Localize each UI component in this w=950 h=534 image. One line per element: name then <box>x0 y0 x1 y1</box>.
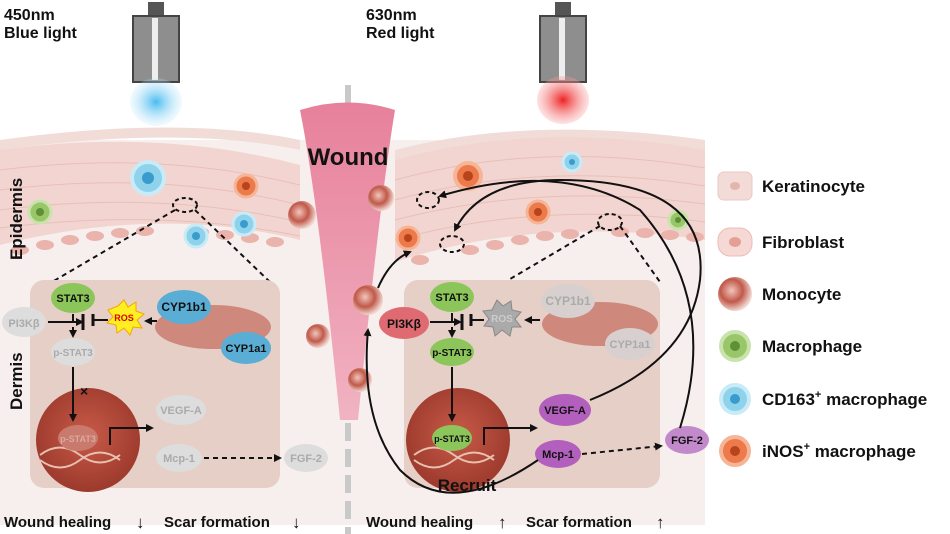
left-cd163-macrophage-2 <box>183 223 209 249</box>
legend-label-cd163-macrophage: CD163+ macrophage <box>762 389 927 409</box>
left-pstat3-nucleus-node: p-STAT3 <box>58 425 98 451</box>
left-healing-arrow: ↓ <box>136 513 145 532</box>
legend-label-inos-macrophage: iNOS+ macrophage <box>762 441 916 461</box>
red-lamp-icon <box>537 2 589 124</box>
right-inos-macrophage-3 <box>525 199 551 225</box>
legend-label-fibroblast: Fibroblast <box>762 233 845 252</box>
right-scar-arrow: ↑ <box>656 513 665 532</box>
right-stat3-node: STAT3 <box>430 282 474 312</box>
recruit-label: Recruit <box>438 476 497 495</box>
left-outcomes: Wound healing ↓ Scar formation ↓ <box>4 513 301 532</box>
wound-monocyte <box>306 324 330 348</box>
right-wavelength: 630nm <box>366 7 417 24</box>
left-cyp1b1-node: CYP1b1 <box>157 290 211 324</box>
svg-text:p-STAT3: p-STAT3 <box>432 348 472 359</box>
svg-text:FGF-2: FGF-2 <box>290 453 322 465</box>
left-vegfa-node: VEGF-A <box>156 395 206 425</box>
left-ros-node: ROS <box>106 299 145 336</box>
right-outcomes: Wound healing ↑ Scar formation ↑ <box>366 513 665 532</box>
left-stat3-node: STAT3 <box>51 283 95 313</box>
right-ros-node: ROS <box>482 299 522 337</box>
right-light-label: Red light <box>366 25 435 42</box>
svg-text:PI3Kβ: PI3Kβ <box>387 317 421 331</box>
epidermis-label: Epidermis <box>7 178 26 260</box>
svg-text:VEGF-A: VEGF-A <box>160 405 202 417</box>
right-inos-macrophage-2 <box>395 225 421 251</box>
svg-text:Mcp-1: Mcp-1 <box>163 453 195 465</box>
legend-item-macrophage: Macrophage <box>719 330 862 362</box>
left-wavelength: 450nm <box>4 7 55 24</box>
right-monocyte-2 <box>353 285 383 315</box>
left-macrophage <box>27 199 53 225</box>
legend-label-macrophage: Macrophage <box>762 337 862 356</box>
svg-text:CYP1b1: CYP1b1 <box>545 294 591 308</box>
svg-text:ROS: ROS <box>491 314 513 325</box>
right-fgf2-node: FGF-2 <box>665 426 709 454</box>
right-outcome-scar: Scar formation <box>526 514 632 531</box>
right-monocyte-3 <box>348 368 372 392</box>
svg-text:STAT3: STAT3 <box>56 293 89 305</box>
left-block-mark: × <box>80 383 88 399</box>
svg-text:p-STAT3: p-STAT3 <box>60 434 96 444</box>
left-cd163-macrophage-3 <box>231 211 257 237</box>
wound-label: Wound <box>308 144 389 171</box>
right-vegfa-node: VEGF-A <box>539 394 591 426</box>
right-macrophage <box>667 209 689 231</box>
right-monocyte <box>368 185 394 211</box>
left-outcome-scar: Scar formation <box>164 514 270 531</box>
left-pi3k-node: PI3Kβ <box>2 307 46 337</box>
left-inos-macrophage <box>233 173 259 199</box>
dermis-label: Dermis <box>7 352 26 410</box>
legend-item-monocyte: Monocyte <box>718 277 841 311</box>
right-pi3k-node: PI3Kβ <box>379 307 429 339</box>
legend-label-keratinocyte: Keratinocyte <box>762 177 865 196</box>
left-panel: 450nm Blue light Epidermis Dermis <box>2 2 330 492</box>
right-cyp1b1-node: CYP1b1 <box>541 284 595 318</box>
right-outcome-healing: Wound healing <box>366 514 473 531</box>
svg-text:CYP1a1: CYP1a1 <box>226 343 267 355</box>
left-fgf2-node: FGF-2 <box>284 444 328 472</box>
svg-text:CYP1b1: CYP1b1 <box>161 300 207 314</box>
left-cd163-macrophage <box>130 160 166 196</box>
svg-text:Mcp-1: Mcp-1 <box>542 449 574 461</box>
svg-text:VEGF-A: VEGF-A <box>544 405 586 417</box>
left-mcp1-node: Mcp-1 <box>156 444 202 472</box>
legend-item-cd163-macrophage: CD163+ macrophage <box>719 383 927 415</box>
right-cyp1a1-node: CYP1a1 <box>605 328 655 360</box>
legend-item-inos-macrophage: iNOS+ macrophage <box>719 435 916 467</box>
right-mcp1-node: Mcp-1 <box>535 440 581 468</box>
svg-text:STAT3: STAT3 <box>435 292 468 304</box>
left-light-label: Blue light <box>4 25 78 42</box>
legend: Keratinocyte Fibroblast Monocyte Macroph… <box>717 171 927 467</box>
legend-label-monocyte: Monocyte <box>762 285 841 304</box>
svg-text:FGF-2: FGF-2 <box>671 435 703 447</box>
left-outcome-healing: Wound healing <box>4 514 111 531</box>
right-inos-macrophage <box>453 161 483 191</box>
left-monocyte <box>288 201 316 229</box>
left-cyp1a1-node: CYP1a1 <box>221 332 271 364</box>
blue-lamp-icon <box>130 2 182 126</box>
svg-text:p-STAT3: p-STAT3 <box>53 348 93 359</box>
svg-text:ROS: ROS <box>114 313 134 323</box>
right-healing-arrow: ↑ <box>498 513 507 532</box>
legend-item-fibroblast: Fibroblast <box>717 227 845 257</box>
right-pstat3-node: p-STAT3 <box>430 338 474 366</box>
right-panel: 630nm Red light PI <box>348 2 709 495</box>
right-cd163-macrophage <box>561 151 583 173</box>
svg-text:PI3Kβ: PI3Kβ <box>8 318 39 330</box>
legend-item-keratinocyte: Keratinocyte <box>717 171 865 201</box>
svg-text:p-STAT3: p-STAT3 <box>434 434 470 444</box>
wound: Wound <box>300 102 395 420</box>
svg-text:CYP1a1: CYP1a1 <box>610 339 651 351</box>
left-scar-arrow: ↓ <box>292 513 301 532</box>
left-pstat3-node: p-STAT3 <box>51 338 95 366</box>
right-pstat3-nucleus-node: p-STAT3 <box>432 425 472 451</box>
